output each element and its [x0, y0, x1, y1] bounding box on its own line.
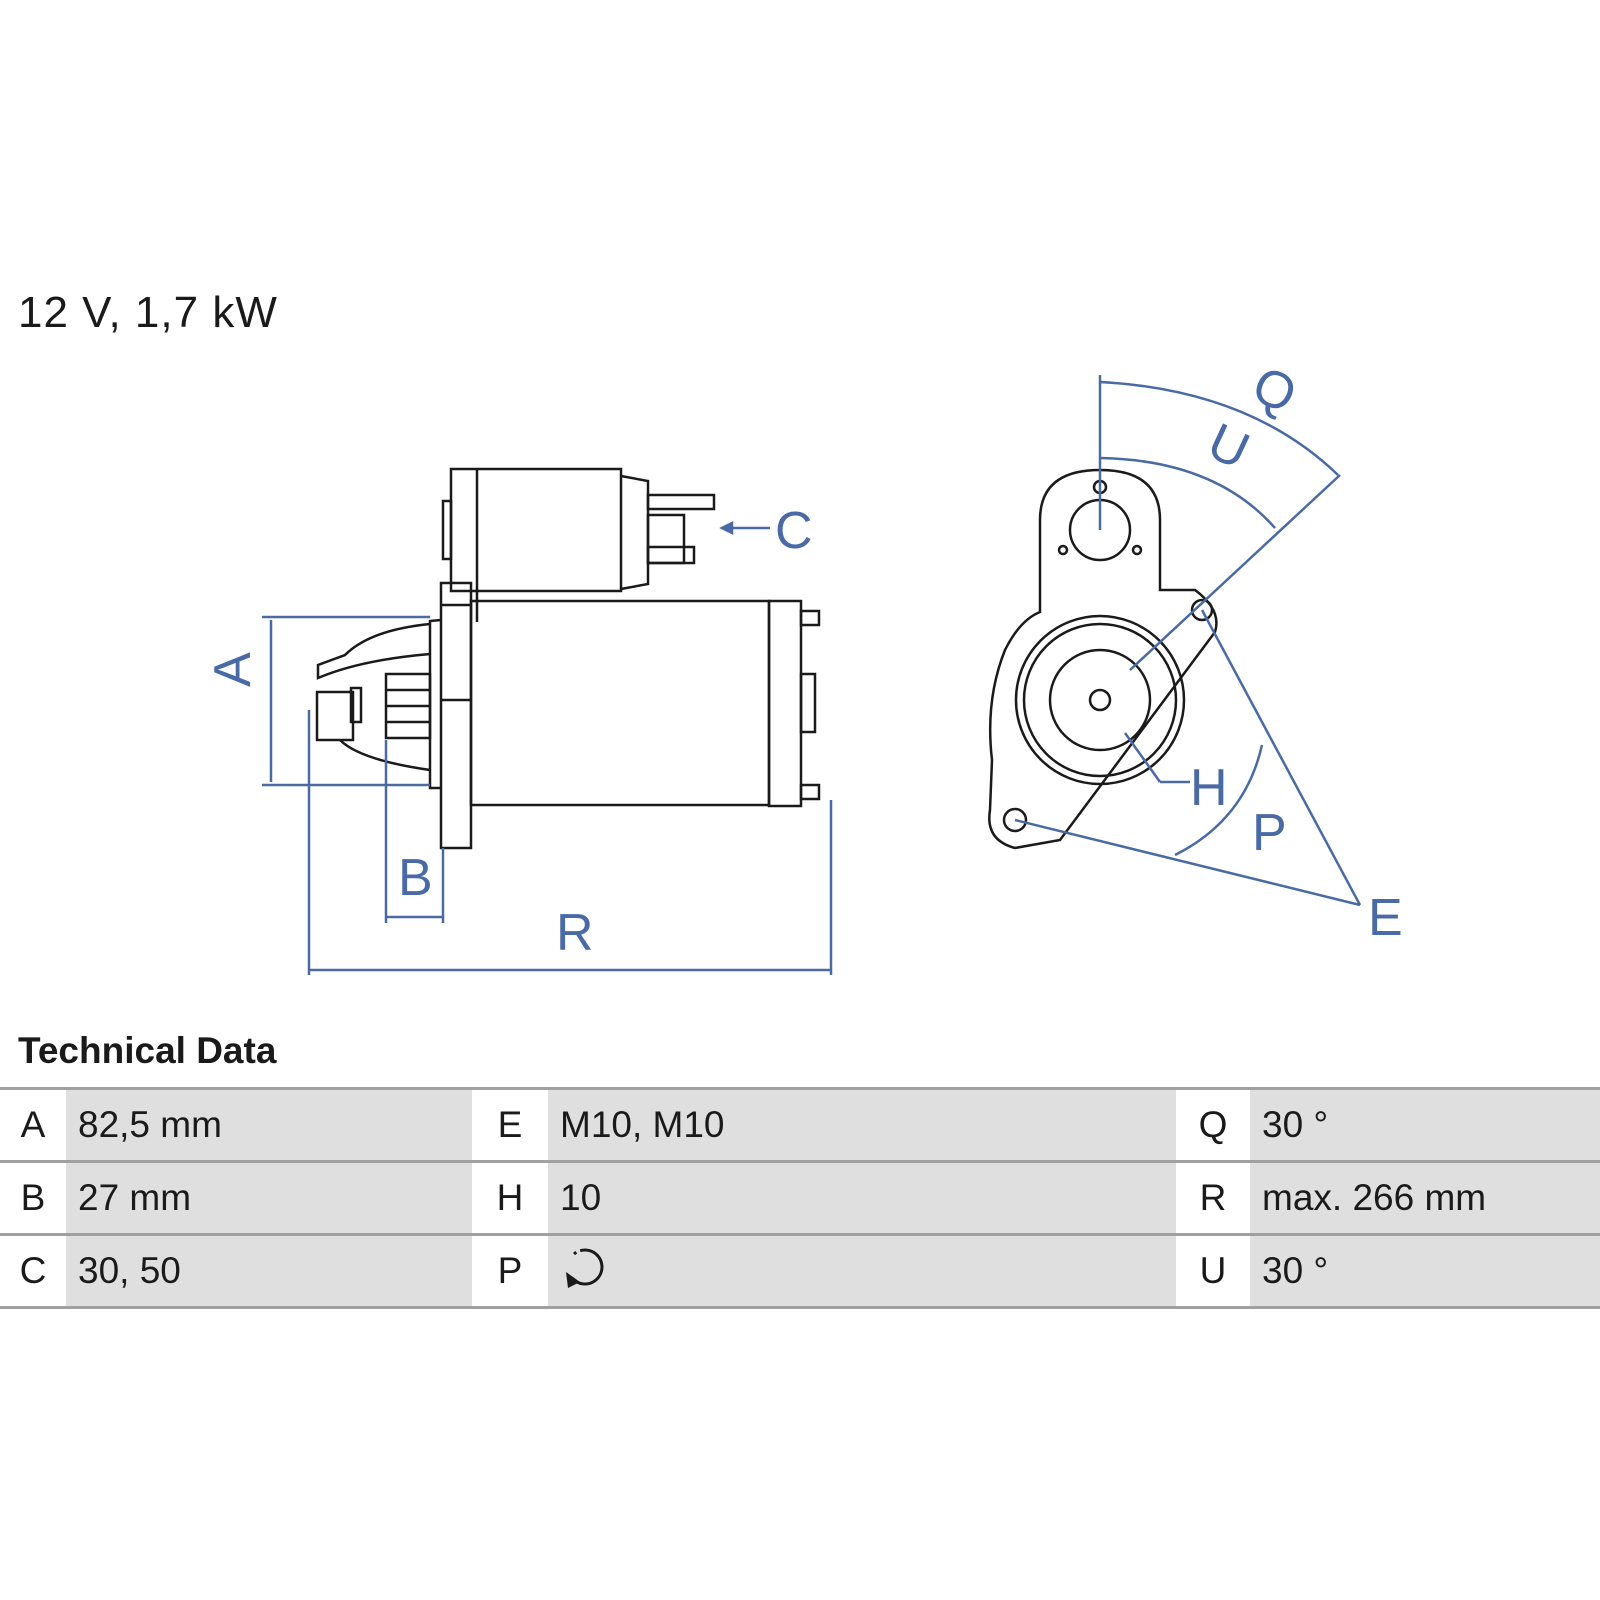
spec-key: Q — [1176, 1087, 1250, 1163]
dimension-label-r: R — [556, 904, 594, 962]
mounting-flange — [439, 581, 473, 850]
dimension-label-a: A — [204, 652, 262, 687]
spec-key: C — [0, 1233, 66, 1309]
spec-value-rotation — [548, 1233, 1176, 1309]
table-row: C 30, 50 P U 30 ° — [0, 1233, 1600, 1309]
end-view — [988, 468, 1218, 850]
product-rating-title: 12 V, 1,7 kW — [18, 288, 278, 337]
side-view — [315, 467, 821, 850]
spec-value: max. 266 mm — [1250, 1160, 1600, 1236]
dimension-label-b: B — [398, 849, 433, 907]
table-row: A 82,5 mm E M10, M10 Q 30 ° — [0, 1087, 1600, 1163]
spec-key: P — [472, 1233, 548, 1309]
side-dimensions — [262, 520, 833, 975]
dimension-label-c: C — [775, 502, 813, 560]
spec-key: U — [1176, 1233, 1250, 1309]
table-row: B 27 mm H 10 R max. 266 mm — [0, 1160, 1600, 1236]
spec-key: B — [0, 1160, 66, 1236]
spec-value: 30, 50 — [66, 1233, 472, 1309]
end-dimensions — [1014, 375, 1362, 907]
dimension-label-p: P — [1252, 804, 1287, 862]
rotation-direction-icon — [566, 1248, 604, 1288]
dimension-label-q: Q — [1244, 356, 1305, 426]
motor-body — [469, 599, 771, 807]
dimension-label-e: E — [1368, 889, 1403, 947]
spec-value: 30 ° — [1250, 1233, 1600, 1309]
technical-data-table: A 82,5 mm E M10, M10 Q 30 ° B 27 mm H 10… — [0, 1087, 1600, 1309]
spec-value: 82,5 mm — [66, 1087, 472, 1163]
spec-value: M10, M10 — [548, 1087, 1176, 1163]
dimension-label-h: H — [1190, 759, 1228, 817]
spec-key: H — [472, 1160, 548, 1236]
spec-value: 10 — [548, 1160, 1176, 1236]
starter-motor-diagram: A B C R Q U H P E — [204, 356, 1403, 975]
technical-data-heading: Technical Data — [18, 1030, 277, 1071]
spec-key: A — [0, 1087, 66, 1163]
spec-key: E — [472, 1087, 548, 1163]
spec-key: R — [1176, 1160, 1250, 1236]
spec-value: 27 mm — [66, 1160, 472, 1236]
spec-value: 30 ° — [1250, 1087, 1600, 1163]
dimension-label-u: U — [1199, 412, 1258, 480]
